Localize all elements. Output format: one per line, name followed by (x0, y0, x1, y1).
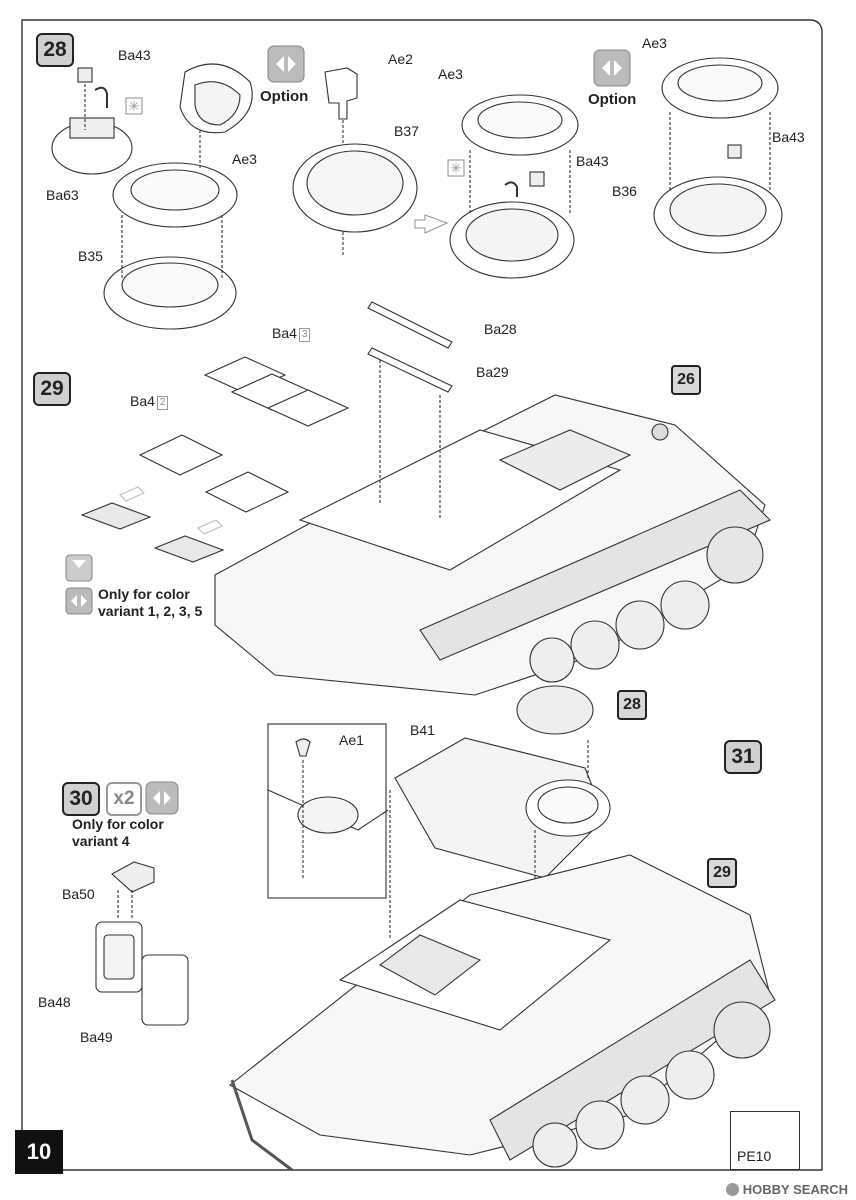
label-b41: B41 (410, 722, 435, 738)
label-ba49: Ba49 (80, 1029, 113, 1045)
step-31-art (229, 685, 776, 1172)
label-ba43: Ba43 (118, 47, 151, 63)
step-28-art: ✳ ✳ (51, 45, 783, 330)
step-badge-30: 30 (62, 782, 100, 816)
label-ba29: Ba29 (476, 364, 509, 380)
option-label-right: Option (588, 91, 637, 108)
color-variant-note-1235: Only for color variant 1, 2, 3, 5 (98, 586, 202, 620)
jerrycan-ba49 (141, 954, 189, 1026)
ref-badge-28: 28 (617, 690, 647, 720)
label-ae1: Ae1 (339, 732, 364, 748)
watermark: HOBBY SEARCH (725, 1182, 848, 1197)
plate-ba4-c (266, 389, 350, 427)
note-line-2: variant 1, 2, 3, 5 (98, 603, 203, 619)
label-ae3: Ae3 (232, 151, 257, 167)
bar-ba28 (367, 301, 453, 349)
hobby-search-logo-icon (725, 1183, 739, 1196)
note-line-1: Only for color (72, 816, 164, 832)
ref-badge-26: 26 (671, 365, 701, 395)
part-ba50 (111, 861, 155, 893)
label-ba43: Ba43 (772, 129, 805, 145)
color-variant-note-4: Only for color variant 4 (72, 816, 164, 850)
plate-ba4-d (138, 434, 224, 476)
step-badge-28: 28 (36, 33, 74, 67)
label-ba43: Ba43 (576, 153, 609, 169)
svg-text:✳: ✳ (450, 160, 462, 176)
label-ba48: Ba48 (38, 994, 71, 1010)
step-badge-31: 31 (724, 740, 762, 774)
step-29-art (65, 301, 771, 696)
part-ba43-left (77, 67, 93, 83)
label-ba50: Ba50 (62, 886, 95, 902)
label-ae2: Ae2 (388, 51, 413, 67)
page-number: 10 (15, 1130, 63, 1174)
part-name: Ba4 (272, 325, 297, 341)
note-line-1: Only for color (98, 586, 190, 602)
label-ae3: Ae3 (642, 35, 667, 51)
label-b37: B37 (394, 123, 419, 139)
cupola-28 (516, 685, 594, 735)
bar-ba29 (367, 347, 453, 393)
plate-ba4-e (204, 471, 290, 513)
svg-text:✳: ✳ (128, 98, 140, 114)
label-ae3: Ae3 (438, 66, 463, 82)
label-pe10: PE10 (737, 1148, 772, 1164)
part-name: Ba4 (130, 393, 155, 409)
qty-badge: 3 (298, 328, 311, 342)
quantity-multiplier: x2 (106, 782, 142, 816)
part-ae2 (324, 67, 358, 120)
page-frame (21, 19, 823, 1171)
label-b35: B35 (78, 248, 103, 264)
watermark-text: HOBBY SEARCH (742, 1182, 848, 1197)
step-badge-29: 29 (33, 372, 71, 406)
photo-etch-callout: PE10 (730, 1111, 800, 1170)
label-b36: B36 (612, 183, 637, 199)
note-line-2: variant 4 (72, 833, 130, 849)
option-label-left: Option (260, 88, 309, 105)
label-ba63: Ba63 (46, 187, 79, 203)
label-ba28: Ba28 (484, 321, 517, 337)
step-30-art (95, 781, 189, 1026)
qty-badge: 2 (156, 396, 169, 410)
ref-badge-29: 29 (707, 858, 737, 888)
